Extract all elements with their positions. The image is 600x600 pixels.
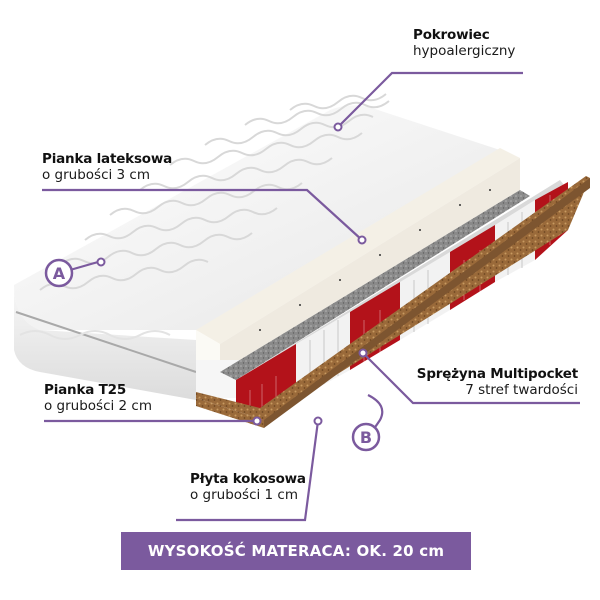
felt-layer [220,190,530,380]
label-foam: Pianka T25 o grubości 2 cm [44,382,153,414]
label-foam-title: Pianka T25 [44,382,127,398]
label-coconut-subtitle: o grubości 1 cm [190,486,299,503]
callout-dots [96,122,368,426]
label-spring: Sprężyna Multipocket 7 stref twardości [416,366,578,398]
label-spring-title: Sprężyna Multipocket [416,366,578,382]
svg-text:A: A [53,264,66,283]
marker-b: B [351,422,381,452]
mattress-cover-side [14,285,197,400]
svg-text:B: B [360,428,372,447]
label-spring-subtitle: 7 stref twardości [465,381,578,398]
height-banner: WYSOKOŚĆ MATERACA: OK. 20 cm [121,532,471,570]
label-cover: Pokrowiec hypoalergiczny [413,27,516,59]
label-latex: Pianka lateksowa o grubości 3 cm [42,151,173,183]
label-cover-subtitle: hypoalergiczny [413,42,516,59]
marker-a: A [44,258,74,288]
label-cover-title: Pokrowiec [413,27,490,43]
label-latex-subtitle: o grubości 3 cm [42,166,151,183]
callout-lines [42,71,580,522]
height-banner-text: WYSOKOŚĆ MATERACA: OK. 20 cm [147,542,445,560]
label-foam-subtitle: o grubości 2 cm [44,397,153,414]
label-coconut: Płyta kokosowa o grubości 1 cm [190,471,306,503]
label-coconut-title: Płyta kokosowa [190,471,306,487]
label-latex-title: Pianka lateksowa [42,151,173,167]
